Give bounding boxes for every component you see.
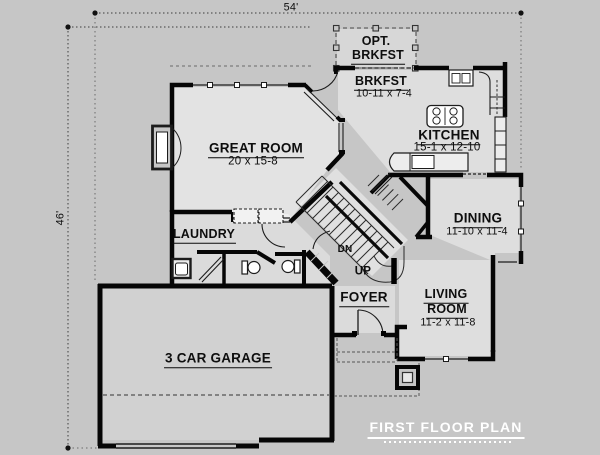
room-size-living: 11-2 x 11-8 <box>420 316 476 329</box>
toilet <box>241 259 301 275</box>
page-title: FIRST FLOOR PLAN <box>367 419 525 439</box>
dimension-width-label: 54' <box>283 1 299 14</box>
stairs-down-label: DN <box>337 244 353 255</box>
porch <box>103 338 420 397</box>
room-label-living-line2: ROOM <box>426 301 468 319</box>
room-size-brkfst: 10-11 x 7-4 <box>355 87 413 100</box>
room-size-kitchen: 15-1 x 12-10 <box>413 141 481 154</box>
kitchen-sink <box>448 69 474 87</box>
room-label-opt-brkfst-line2: BRKFST <box>351 47 405 65</box>
dimension-lines <box>65 10 524 451</box>
room-label-opt-brkfst-line1: OPT. <box>361 33 391 48</box>
room-label-dining: DINING <box>452 210 504 228</box>
room-label-living-line1: LIVING <box>423 286 469 304</box>
dimension-height-label: 46' <box>54 210 67 226</box>
room-label-great-room: GREAT ROOM <box>208 140 304 158</box>
stairs <box>295 174 405 284</box>
fixtures <box>151 69 507 280</box>
wall-hatch <box>310 252 336 279</box>
room-label-laundry: LAUNDRY <box>171 226 237 244</box>
room-size-great-room: 20 x 15-8 <box>228 155 278 168</box>
room-label-kitchen: KITCHEN <box>417 127 481 145</box>
room-size-dining: 11-10 x 11-4 <box>446 225 508 238</box>
washer-dryer <box>233 208 284 224</box>
stairs-up-label: UP <box>354 265 372 278</box>
room-label-garage: 3 CAR GARAGE <box>164 350 272 368</box>
doors <box>198 70 386 336</box>
room-label-brkfst: BRKFST <box>354 73 408 91</box>
room-label-foyer: FOYER <box>339 289 389 307</box>
title-dotted-underline <box>384 441 512 443</box>
